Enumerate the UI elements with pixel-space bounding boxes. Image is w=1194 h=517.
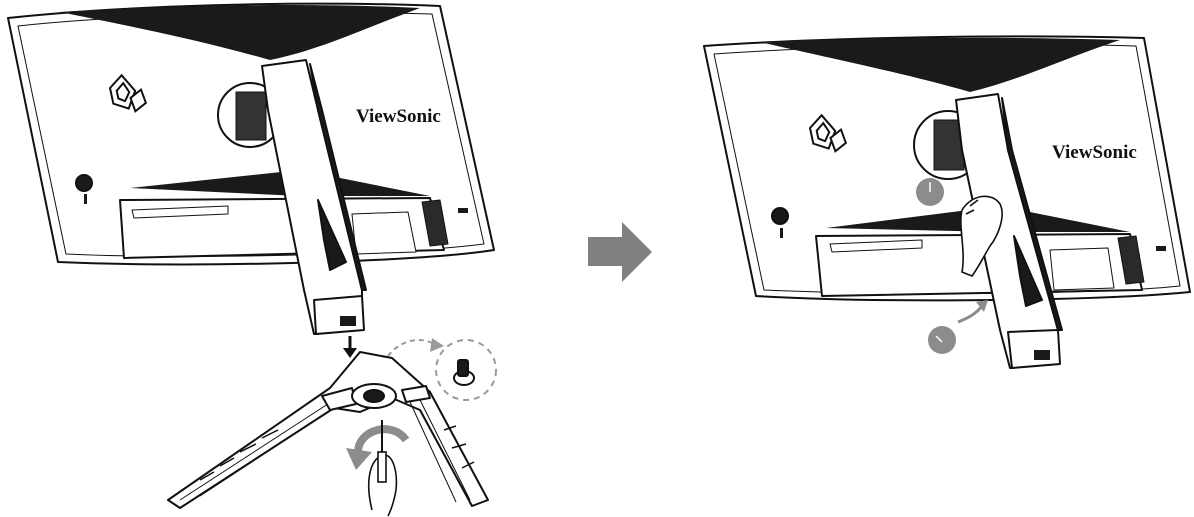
brand-text-right: ViewSonic bbox=[1052, 142, 1137, 163]
left-monitor bbox=[8, 4, 494, 265]
right-monitor bbox=[704, 36, 1190, 300]
down-arrow bbox=[343, 336, 357, 358]
brand-text-left: ViewSonic bbox=[356, 106, 441, 127]
direction-arrow bbox=[588, 222, 652, 282]
